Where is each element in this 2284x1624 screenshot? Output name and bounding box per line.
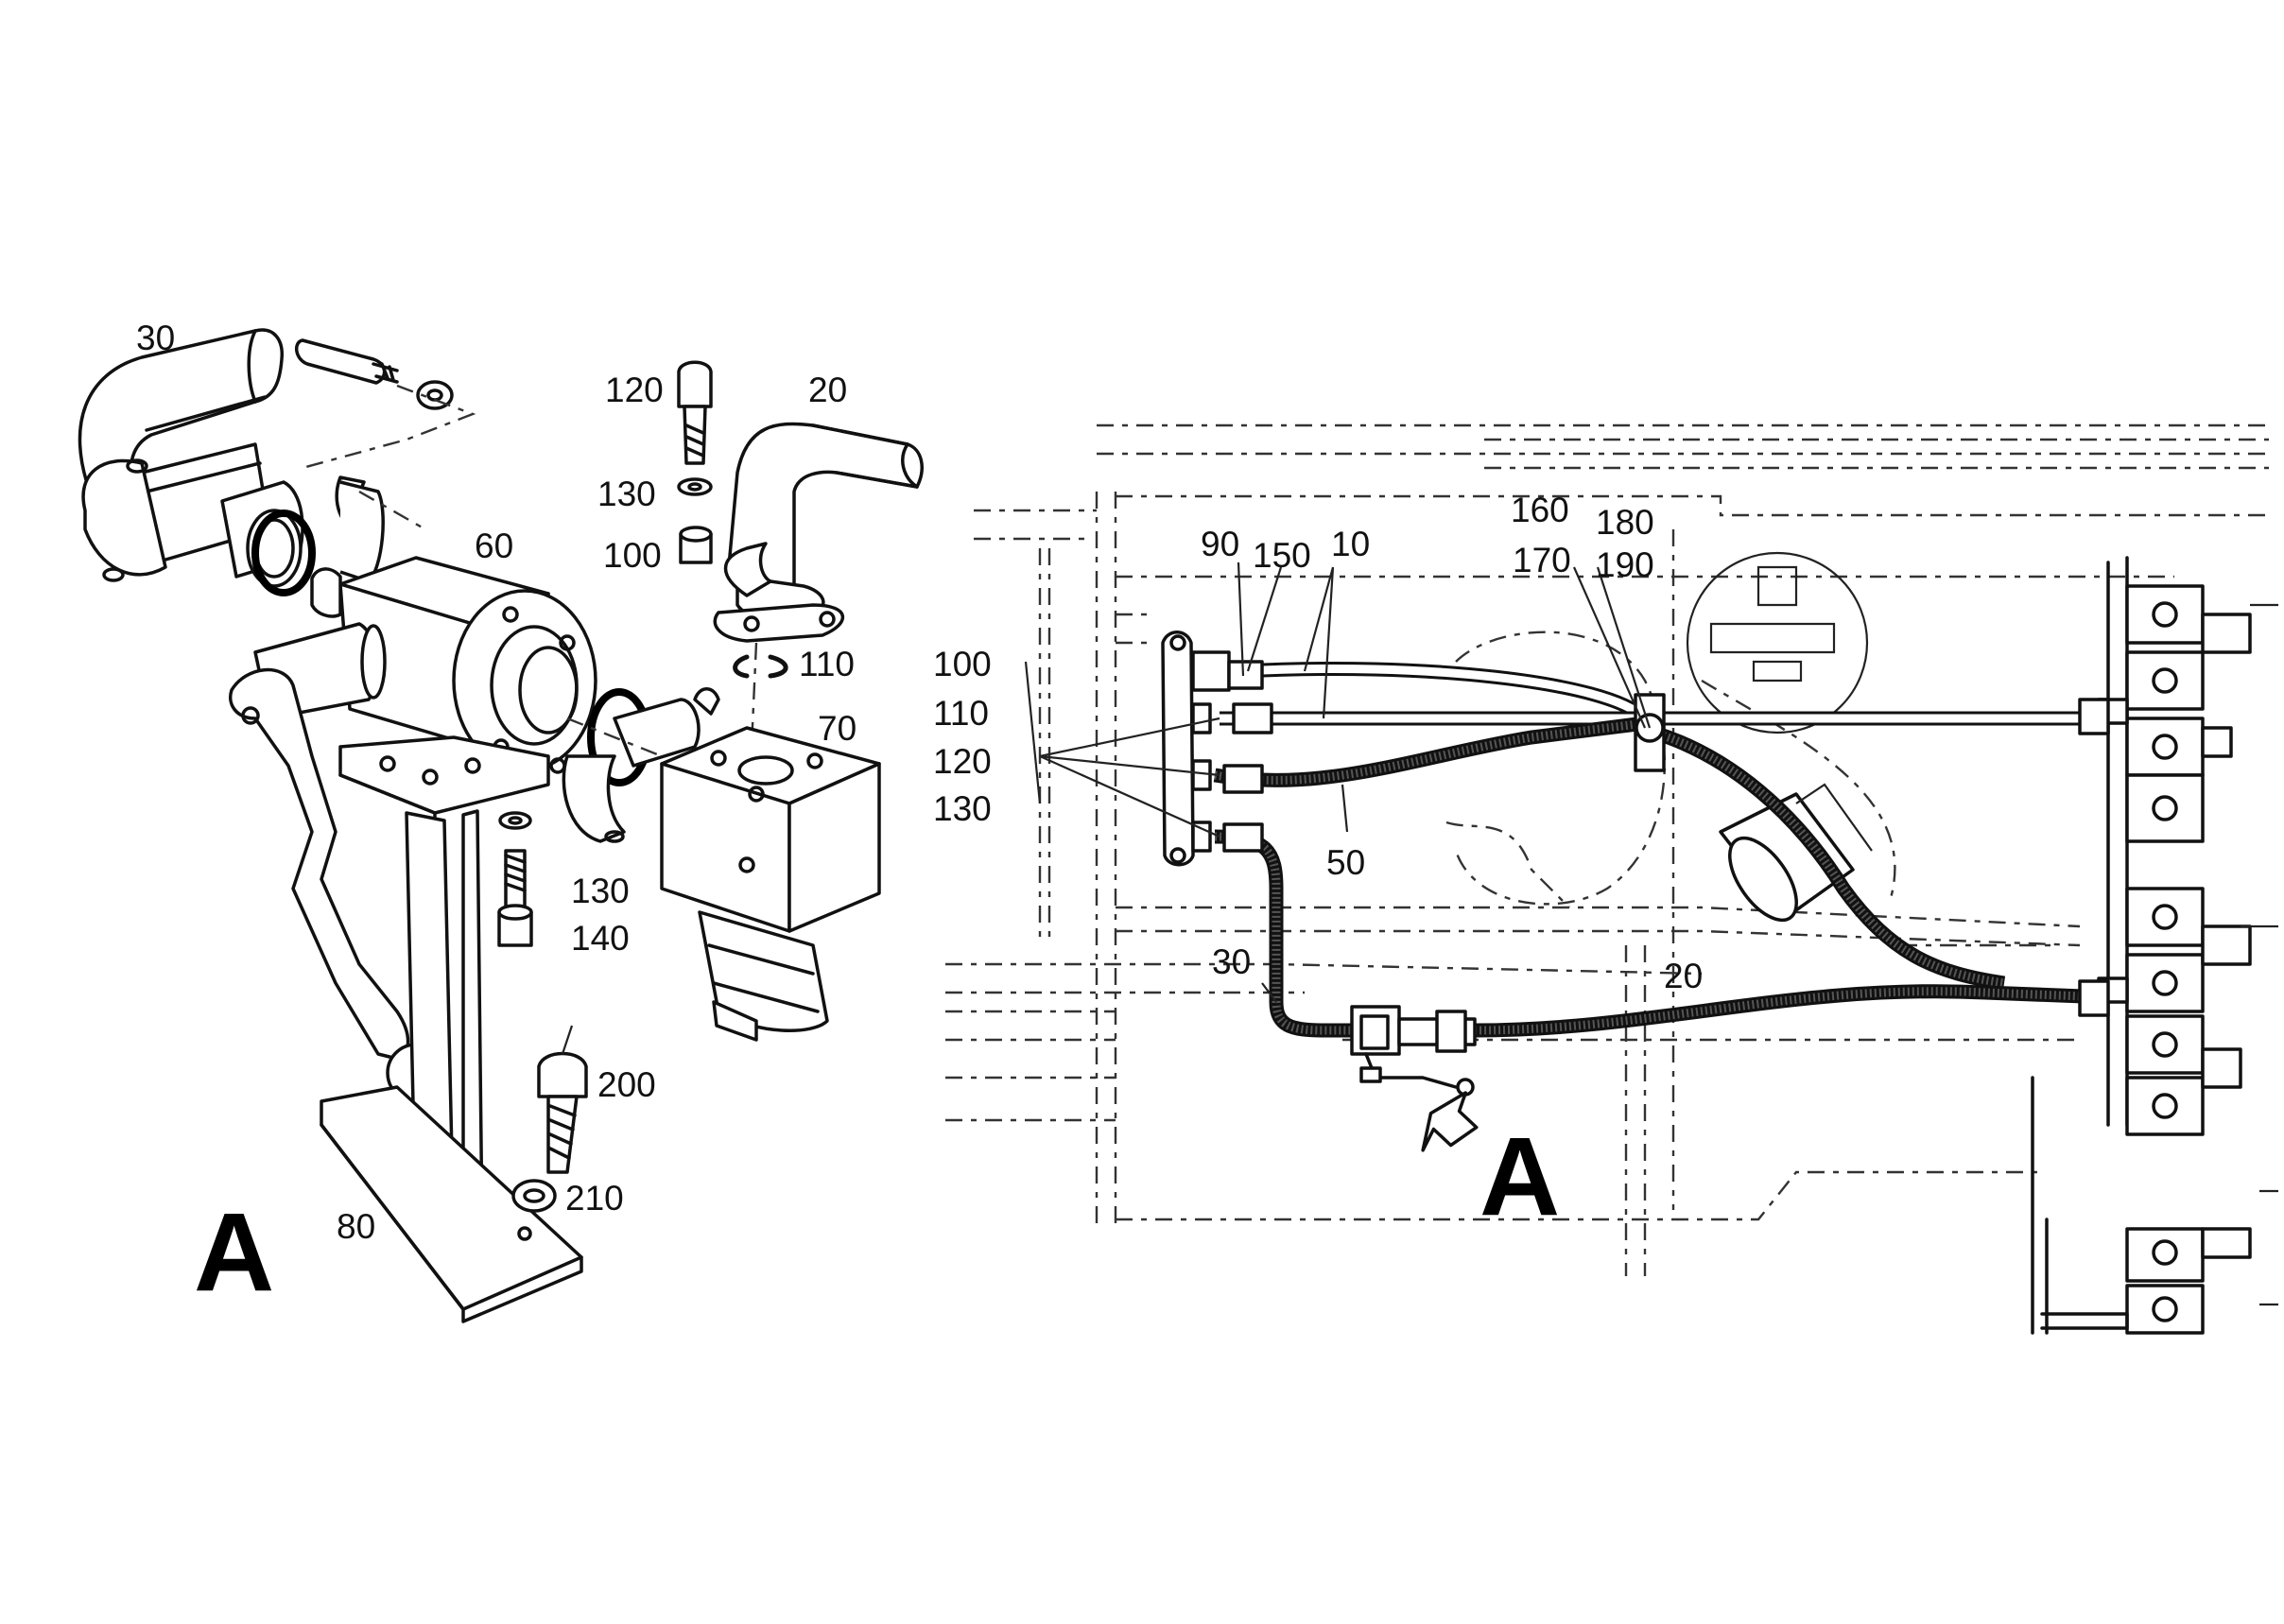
frame-outlines [945, 423, 2269, 1276]
callout-130-right: 130 [933, 789, 992, 828]
view-letter-a-left: A [194, 1190, 274, 1315]
stand-80-drawing [320, 735, 583, 1323]
callout-70: 70 [818, 709, 856, 748]
callout-90: 90 [1201, 525, 1239, 563]
block-70-drawing [660, 726, 881, 1042]
callout-130: 130 [597, 475, 656, 513]
hose-clamp [1634, 693, 1666, 772]
shutoff-valve [1350, 1005, 1477, 1097]
callout-10: 10 [1331, 525, 1370, 563]
callout-100-right: 100 [933, 645, 992, 683]
callout-30: 30 [136, 319, 175, 357]
callout-30-right: 30 [1212, 942, 1251, 981]
callout-120-right: 120 [933, 742, 992, 781]
callout-110-right: 110 [933, 694, 989, 733]
callout-100: 100 [603, 536, 662, 575]
installation-view [945, 423, 2278, 1335]
callout-140: 140 [571, 919, 630, 958]
callout-20-right: 20 [1664, 957, 1703, 995]
right-callouts: 90 150 10 160 180 170 190 100 110 120 13… [933, 491, 1703, 1239]
callout-110: 110 [799, 645, 855, 683]
callout-20: 20 [808, 371, 847, 409]
callout-190: 190 [1596, 545, 1654, 584]
callout-60: 60 [475, 527, 513, 565]
right-valve-stack [2031, 556, 2278, 1335]
background-housing [1445, 551, 1896, 923]
callout-170: 170 [1513, 541, 1571, 579]
sleeve-and-o-ring [220, 480, 316, 596]
pipe-30-drawing [78, 328, 284, 582]
clamp-centre [562, 687, 720, 843]
callout-120: 120 [605, 371, 664, 409]
exploded-view-a [78, 328, 924, 1323]
callout-130-lower: 130 [571, 872, 630, 910]
clamp-and-screw-top [295, 338, 476, 583]
callout-150: 150 [1253, 536, 1311, 575]
screw-140-and-washer-130 [497, 811, 533, 947]
view-direction-arrow [1421, 1091, 1479, 1152]
callout-160: 160 [1511, 491, 1569, 529]
pipe-20-drawing [713, 422, 924, 748]
callout-180: 180 [1596, 503, 1654, 542]
callout-210: 210 [565, 1179, 624, 1218]
leader-lines [1024, 561, 1652, 1003]
callout-50: 50 [1326, 843, 1365, 882]
left-callouts: 30 20 120 130 100 60 110 70 130 140 200 … [136, 319, 856, 1315]
bolt-120-washer-130-bushing-100 [677, 360, 713, 564]
screw-200-and-washer-210 [511, 1025, 588, 1213]
gearbox-60-drawing [253, 556, 597, 774]
view-letter-a-right: A [1479, 1114, 1560, 1239]
callout-200: 200 [597, 1065, 656, 1104]
callout-80: 80 [337, 1207, 375, 1246]
